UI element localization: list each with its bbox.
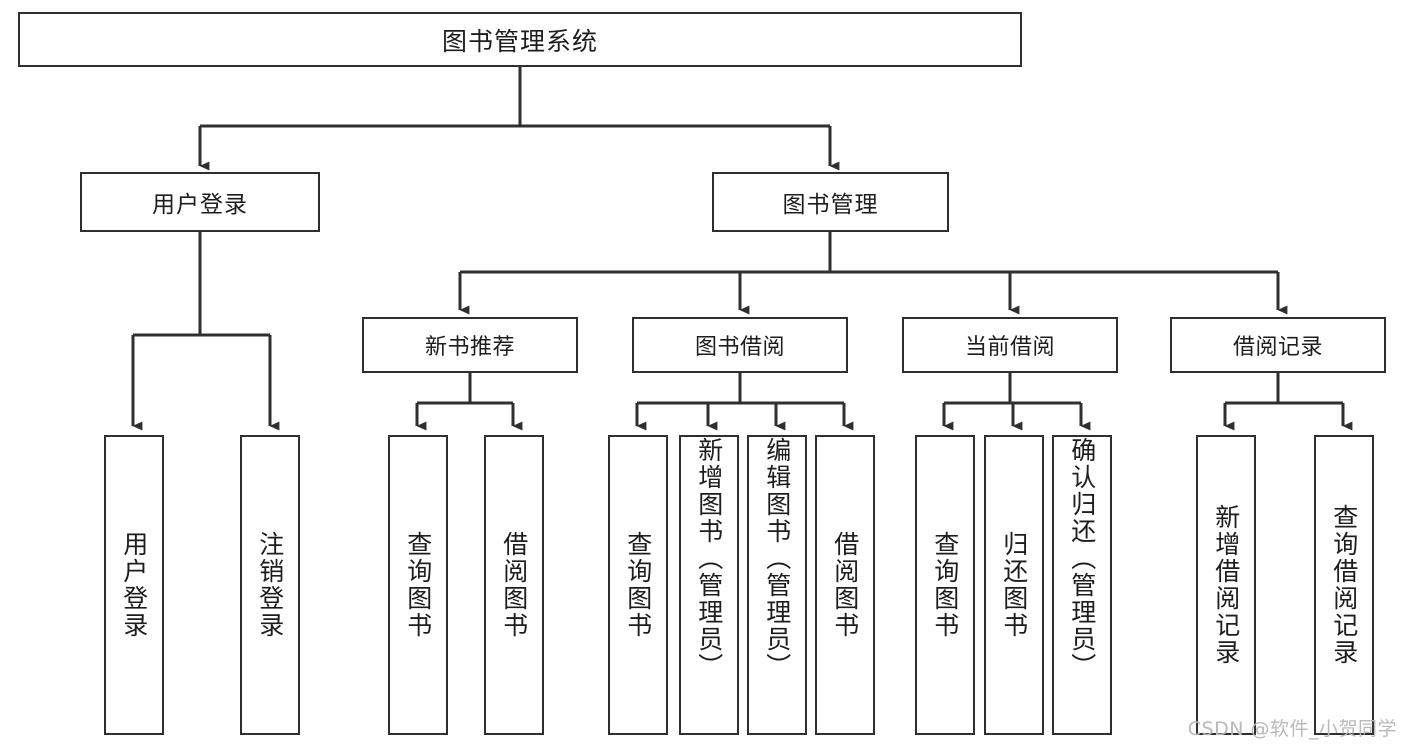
node-current-borrow[interactable]: 当前借阅 <box>902 317 1118 373</box>
leaf-book-borrow-edit[interactable]: 编辑图书（管理员） <box>747 435 807 735</box>
node-book-borrow[interactable]: 图书借阅 <box>632 317 848 373</box>
node-borrow-record[interactable]: 借阅记录 <box>1170 317 1386 373</box>
leaf-label: 查询借阅记录 <box>1329 504 1359 666</box>
node-borrow-record-label: 借阅记录 <box>1232 335 1323 360</box>
node-root-label: 图书管理系统 <box>441 26 598 56</box>
node-new-book-recommend-label: 新书推荐 <box>424 335 515 360</box>
leaf-current-borrow-return[interactable]: 归还图书 <box>984 435 1044 735</box>
node-user-login-label: 用户登录 <box>152 192 248 218</box>
leaf-book-borrow-borrow[interactable]: 借阅图书 <box>815 435 875 735</box>
leaf-new-book-query[interactable]: 查询图书 <box>388 435 448 735</box>
leaf-current-borrow-confirm-return[interactable]: 确认归还（管理员） <box>1052 435 1112 735</box>
leaf-label: 注销登录 <box>255 531 285 639</box>
leaf-label: 借阅图书 <box>830 531 860 639</box>
leaf-label: 查询图书 <box>930 531 960 639</box>
node-book-management[interactable]: 图书管理 <box>712 172 949 232</box>
leaf-current-borrow-query[interactable]: 查询图书 <box>915 435 975 735</box>
leaf-book-borrow-query[interactable]: 查询图书 <box>608 435 668 735</box>
leaf-book-borrow-add[interactable]: 新增图书（管理员） <box>679 435 739 735</box>
leaf-label: 查询图书 <box>403 531 433 639</box>
leaf-label: 用户登录 <box>119 531 149 639</box>
leaf-user-login-login[interactable]: 用户登录 <box>104 435 164 735</box>
node-new-book-recommend[interactable]: 新书推荐 <box>362 317 578 373</box>
leaf-label: 确认归还（管理员） <box>1067 437 1097 680</box>
leaf-label: 归还图书 <box>999 531 1029 639</box>
watermark: CSDN @软件_小贺同学 <box>1187 718 1397 740</box>
node-user-login[interactable]: 用户登录 <box>80 172 320 232</box>
node-book-borrow-label: 图书借阅 <box>694 335 785 360</box>
node-root-system[interactable]: 图书管理系统 <box>18 12 1022 67</box>
node-current-borrow-label: 当前借阅 <box>964 335 1055 360</box>
leaf-new-book-borrow[interactable]: 借阅图书 <box>484 435 544 735</box>
node-book-management-label: 图书管理 <box>782 192 879 218</box>
leaf-user-login-logout[interactable]: 注销登录 <box>240 435 300 735</box>
leaf-label: 编辑图书（管理员） <box>762 437 792 680</box>
leaf-label: 借阅图书 <box>499 531 529 639</box>
leaf-label: 新增图书（管理员） <box>694 437 724 680</box>
leaf-label: 查询图书 <box>623 531 653 639</box>
leaf-label: 新增借阅记录 <box>1211 504 1241 666</box>
leaf-borrow-record-add[interactable]: 新增借阅记录 <box>1196 435 1256 735</box>
leaf-borrow-record-query[interactable]: 查询借阅记录 <box>1314 435 1374 735</box>
